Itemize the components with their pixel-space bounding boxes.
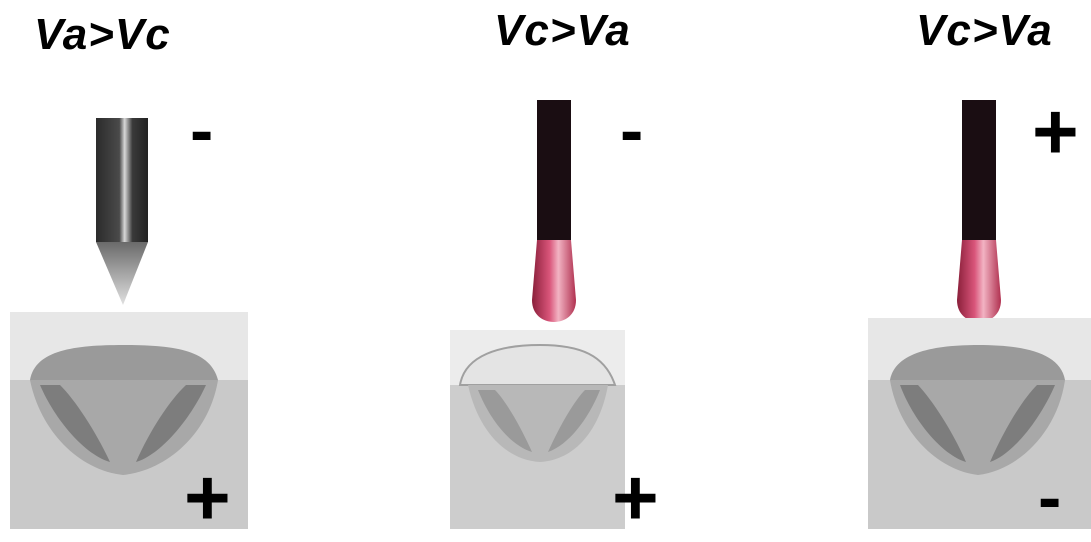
weld-cross-section bbox=[440, 0, 690, 529]
weld-cross-section bbox=[850, 0, 1091, 529]
panel-2: Vc>Va - + bbox=[440, 0, 690, 529]
panel-1: Va>Vc - + bbox=[0, 0, 250, 529]
panel-2-workpiece-sign: + bbox=[612, 458, 659, 538]
panel-1-workpiece-sign: + bbox=[184, 458, 231, 538]
weld-cross-section bbox=[0, 0, 250, 529]
panel-3-workpiece-sign: - bbox=[1038, 462, 1061, 532]
panel-3: Vc>Va + - bbox=[850, 0, 1091, 529]
